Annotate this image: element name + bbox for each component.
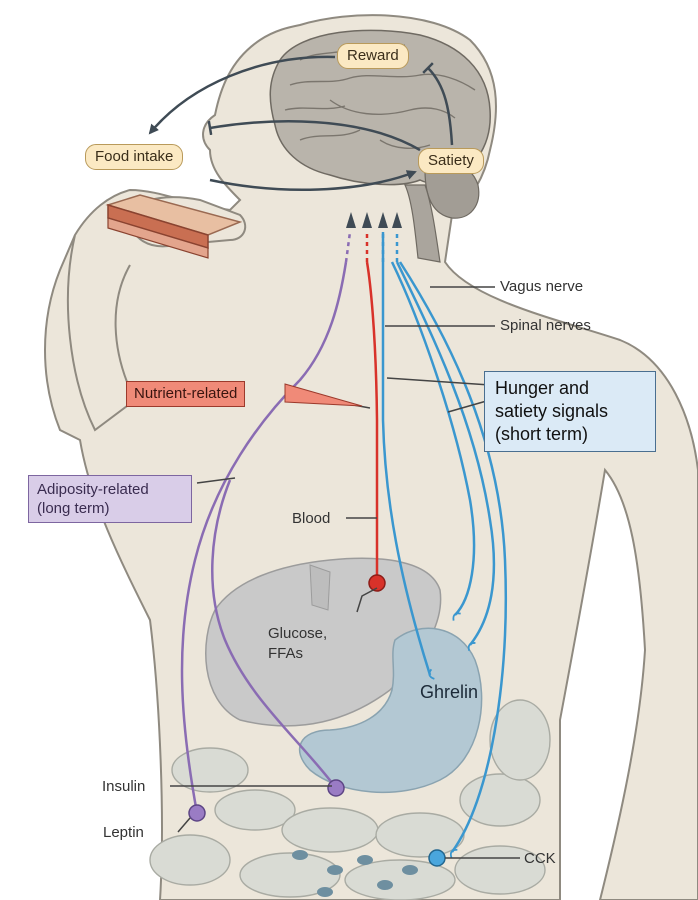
gallbladder-tab — [310, 565, 330, 610]
hunger-satiety-box: Hunger and satiety signals (short term) — [484, 371, 656, 452]
insulin-label: Insulin — [102, 778, 145, 796]
vagus-nerve-label: Vagus nerve — [500, 278, 583, 296]
cck-label: CCK — [524, 850, 556, 868]
leptin-dot — [189, 805, 205, 821]
hunger-line-3: (short term) — [495, 423, 645, 446]
nutrient-related-box: Nutrient-related — [126, 381, 245, 407]
hunger-line-1: Hunger and — [495, 377, 645, 400]
adiposity-line-1: Adiposity-related — [37, 480, 183, 499]
food-intake-label: Food intake — [85, 144, 183, 170]
glucose-label: Glucose, — [268, 625, 327, 643]
hunger-line-2: satiety signals — [495, 400, 645, 423]
spinal-nerves-label: Spinal nerves — [500, 317, 591, 335]
reward-label: Reward — [337, 43, 409, 69]
blood-label: Blood — [292, 510, 330, 528]
adiposity-related-box: Adiposity-related (long term) — [28, 475, 192, 523]
cck-dot — [429, 850, 445, 866]
adiposity-line-2: (long term) — [37, 499, 183, 518]
ghrelin-label: Ghrelin — [420, 682, 478, 703]
ffas-label: FFAs — [268, 645, 303, 663]
satiety-label: Satiety — [418, 148, 484, 174]
leptin-label: Leptin — [103, 824, 144, 842]
insulin-dot — [328, 780, 344, 796]
